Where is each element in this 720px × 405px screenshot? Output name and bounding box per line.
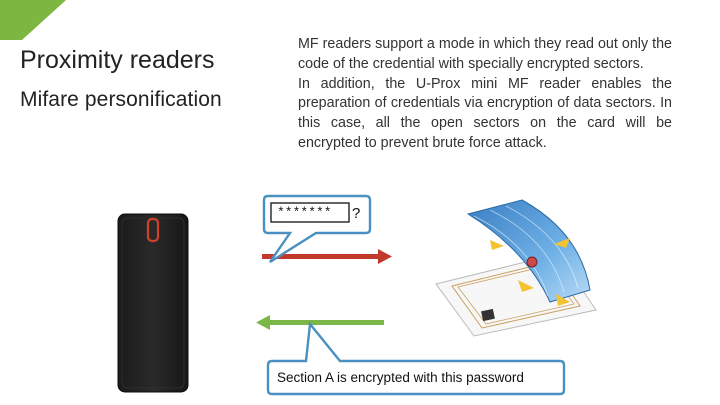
green-arrow-left-icon: [256, 315, 384, 330]
password-mask-text: *******: [277, 205, 332, 220]
description-paragraph-2: In addition, the U-Prox mini MF reader e…: [298, 75, 672, 151]
smart-card-icon: [435, 199, 597, 337]
red-arrow-right-icon: [262, 249, 392, 264]
slide-subtitle: Mifare personification: [20, 88, 222, 111]
password-question-text: ?: [352, 205, 361, 222]
description-paragraph-1: MF readers support a mode in which they …: [298, 36, 672, 72]
slide-title: Proximity readers: [20, 46, 215, 74]
corner-accent-icon: [0, 0, 66, 40]
card-reader-icon: [117, 213, 189, 393]
section-bubble-text: Section A is encrypted with this passwor…: [277, 370, 524, 385]
description-text: MF readers support a mode in which they …: [298, 35, 672, 154]
